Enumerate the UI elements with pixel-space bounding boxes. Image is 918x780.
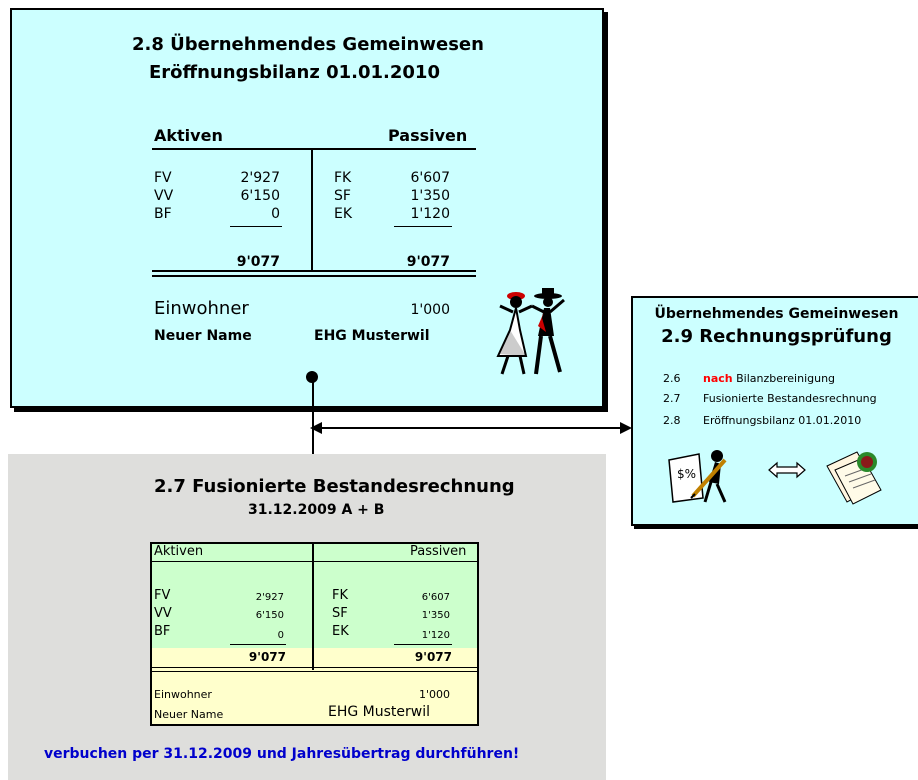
box27-einwohner-value: 1'000 [418,688,450,701]
box27-table: Aktiven Passiven FV 2'927 VV 6'150 BF 0 … [150,542,479,726]
box27-neuer-name-label: Neuer Name [154,708,224,721]
box28-value-ek: 1'120 [410,206,450,222]
box29-item2-text: Fusionierte Bestandesrechnung [703,392,877,405]
box28-value-vv: 6'150 [240,188,280,204]
box27-label-bf: BF [154,624,171,639]
box29-title-line1: Übernehmendes Gemeinwesen [654,306,899,322]
box27-label-ek: EK [332,624,349,639]
box27-total-right: 9'077 [414,650,452,664]
box29-item1: nach Bilanzbereinigung [703,372,835,385]
box28-header-aktiven: Aktiven [154,126,223,145]
box28-value-sf: 1'350 [410,188,450,204]
box27-einwohner-label: Einwohner [154,688,212,701]
svg-text:$%: $% [677,467,696,481]
box29-item2-number: 2.7 [663,392,681,405]
box-rechnungspruefung: Übernehmendes Gemeinwesen 2.9 Rechnungsp… [631,296,918,526]
box27-header-passiven: Passiven [410,544,467,559]
box27-title-line1: 2.7 Fusionierte Bestandesrechnung [154,476,515,497]
box29-item3-number: 2.8 [663,414,681,427]
box27-total-rule-2 [152,671,477,672]
box29-item1-text: Bilanzbereinigung [732,372,836,385]
double-arrow-icon [310,422,632,434]
box29-item3-text: Eröffnungsbilanz 01.01.2010 [703,414,862,427]
box28-value-fv: 2'927 [240,170,280,186]
auditor-pencil-icon: $% [668,450,727,503]
box27-label-vv: VV [154,606,172,621]
box27-value-fv: 2'927 [255,592,284,603]
box28-neuer-name-label: Neuer Name [154,328,252,344]
box27-header-rule [152,561,477,562]
box28-label-sf: SF [334,188,351,204]
box28-title-line1: 2.8 Übernehmendes Gemeinwesen [132,34,484,55]
box27-label-fv: FV [154,588,171,603]
box28-total-left: 9'077 [236,254,280,270]
box27-value-vv: 6'150 [255,610,284,621]
dancing-couple-icon [496,288,565,375]
box27-title-line2: 31.12.2009 A + B [248,502,385,518]
box28-header-rule [152,148,476,150]
box29-item1-number: 2.6 [663,372,681,385]
box29-title-line2: 2.9 Rechnungsprüfung [661,326,892,347]
connector-vertical [312,376,314,464]
box27-value-ek: 1'120 [421,630,450,641]
box28-value-fk: 6'607 [410,170,450,186]
box28-center-rule [311,148,313,270]
box28-header-passiven: Passiven [388,126,468,145]
box27-center-rule [312,544,314,670]
box28-einwohner-label: Einwohner [154,298,249,319]
box28-left-subtotal-rule [230,226,282,227]
box27-header-aktiven: Aktiven [154,544,204,559]
box27-total-rule-1 [152,667,477,668]
box28-value-bf: 0 [271,206,280,222]
box-eroeffnungsbilanz: 2.8 Übernehmendes Gemeinwesen Eröffnungs… [10,8,604,408]
box27-footer-note: verbuchen per 31.12.2009 und Jahresübert… [44,746,520,762]
box28-label-bf: BF [154,206,172,222]
connector-dot-top-icon [306,371,318,383]
box28-total-rule-2 [152,275,476,277]
box27-label-fk: FK [332,588,349,603]
box27-left-subtotal-rule [230,644,286,645]
box28-label-ek: EK [334,206,353,222]
documents-stamp-icon [826,451,882,505]
box27-value-sf: 1'350 [421,610,450,621]
box27-value-fk: 6'607 [421,592,450,603]
box28-label-fk: FK [334,170,352,186]
box28-label-vv: VV [154,188,174,204]
box27-value-bf: 0 [277,630,284,641]
box27-label-sf: SF [332,606,348,621]
box27-right-subtotal-rule [394,644,452,645]
box28-label-fv: FV [154,170,172,186]
box29-item1-highlight: nach [703,372,733,385]
box27-neuer-name-value: EHG Musterwil [328,704,431,720]
exchange-arrow-icon [768,461,806,479]
box28-neuer-name-value: EHG Musterwil [314,328,430,344]
box27-total-left: 9'077 [248,650,286,664]
box28-total-right: 9'077 [406,254,450,270]
box28-title-line2: Eröffnungsbilanz 01.01.2010 [149,62,440,83]
box28-einwohner-value: 1'000 [410,302,450,318]
box28-right-subtotal-rule [394,226,452,227]
box28-total-rule-1 [152,270,476,272]
